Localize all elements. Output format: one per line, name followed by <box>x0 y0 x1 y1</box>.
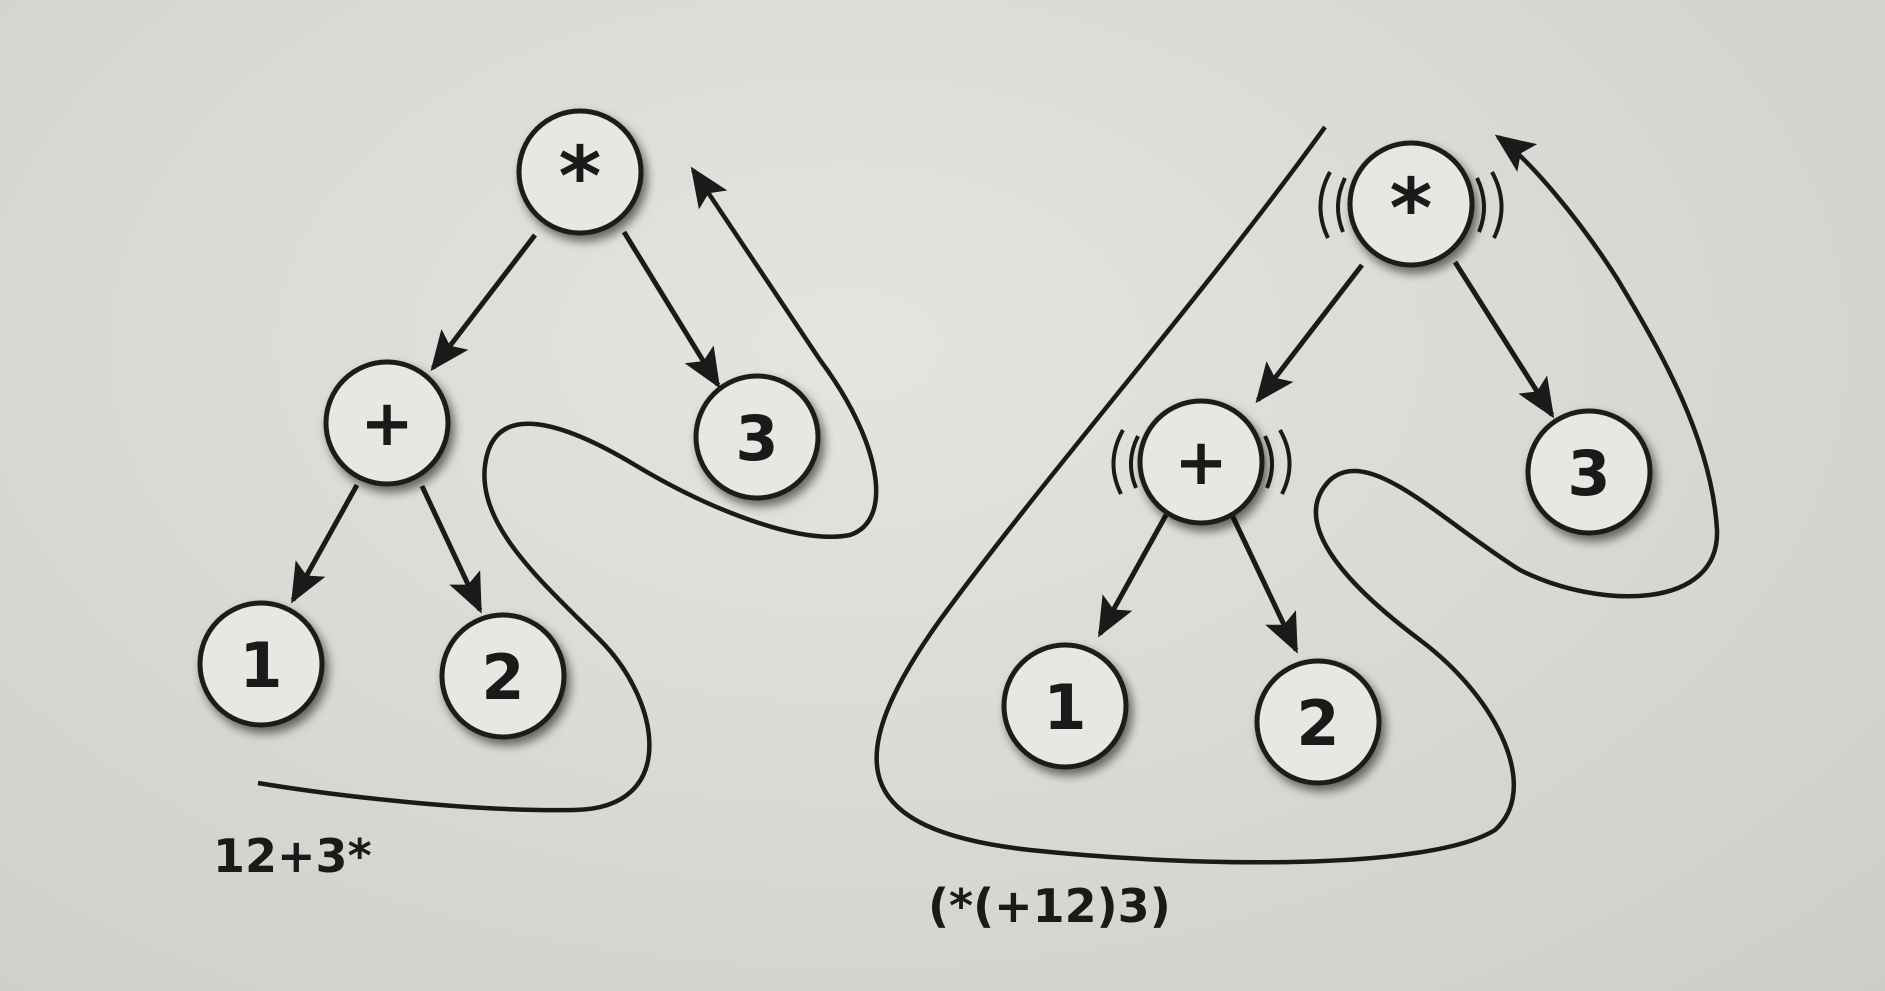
right-node-plus <box>1137 398 1265 526</box>
right-edge-root-plus <box>1255 263 1364 404</box>
right-edge-root-three <box>1452 260 1555 419</box>
right-plus-parens <box>1111 429 1292 495</box>
right-node-one-label: 1 <box>1043 671 1086 744</box>
right-node-two-label: 2 <box>1296 687 1339 760</box>
left-node-root-label: * <box>559 130 602 225</box>
right-node-root <box>1347 140 1475 268</box>
left-edge-plus-two <box>419 484 483 614</box>
right-edge-plus-one <box>1097 513 1169 638</box>
left-edge-plus-one <box>290 483 360 604</box>
right-root-parens <box>1318 171 1504 239</box>
right-caption: (*(+12)3) <box>928 879 1171 933</box>
left-node-one-label: 1 <box>239 629 282 702</box>
left-node-plus <box>323 359 451 487</box>
right-node-three-label: 3 <box>1567 437 1610 510</box>
right-node-root-label: * <box>1390 162 1433 257</box>
right-traversal-path <box>874 125 1720 865</box>
right-node-three <box>1525 408 1653 536</box>
left-node-two <box>439 612 567 740</box>
left-traversal-path <box>257 166 879 813</box>
left-caption: 12+3* <box>213 829 372 883</box>
left-node-three-label: 3 <box>735 402 778 475</box>
right-node-two <box>1254 658 1382 786</box>
left-node-two-label: 2 <box>481 641 524 714</box>
left-node-one <box>197 600 325 728</box>
left-node-root <box>516 108 644 236</box>
left-edge-root-plus <box>430 233 537 372</box>
right-edge-plus-two <box>1229 513 1299 654</box>
left-node-three <box>693 373 821 501</box>
left-tree: * + 3 1 2 12+3* <box>197 108 879 883</box>
right-node-plus-label: + <box>1174 426 1228 500</box>
left-node-plus-label: + <box>360 387 414 461</box>
left-edge-root-three <box>621 230 721 389</box>
right-tree: * + 3 1 2 (*(+12)3) <box>874 125 1720 933</box>
right-node-one <box>1001 642 1129 770</box>
